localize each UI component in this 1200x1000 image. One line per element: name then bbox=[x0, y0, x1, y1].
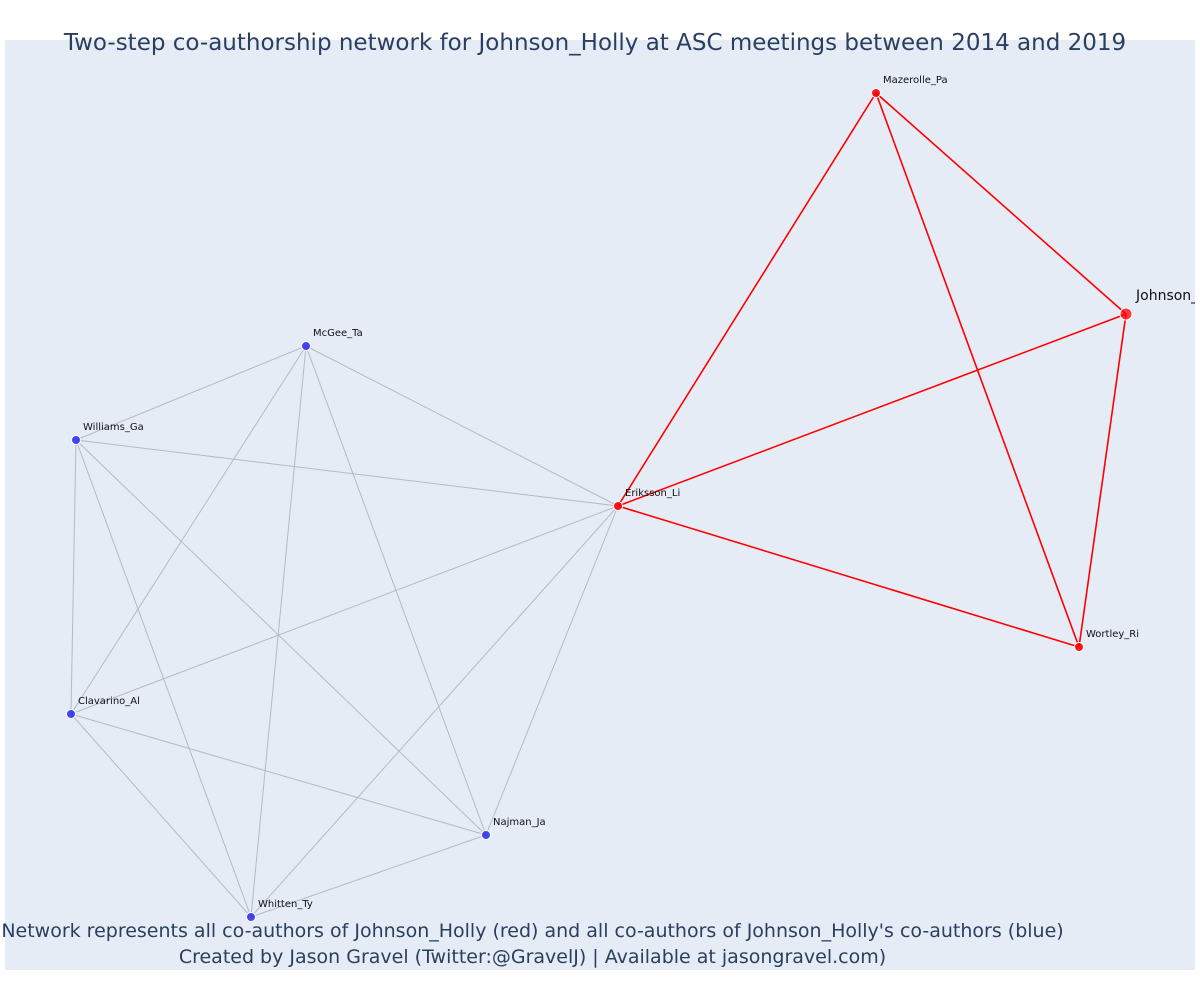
node-marker[interactable] bbox=[1119, 307, 1133, 321]
node-McGee_Ta[interactable]: McGee_Ta bbox=[301, 328, 363, 351]
chart-caption: Network represents all co-authors of Joh… bbox=[0, 918, 1065, 970]
edge-Mazerolle_Pa-Johnson_Holly bbox=[875, 92, 1127, 315]
node-marker[interactable] bbox=[66, 709, 76, 719]
edge-Whitten_Ty-Najman_Ja bbox=[250, 834, 487, 918]
edge-Clavarino_Al-Najman_Ja bbox=[70, 713, 487, 836]
node-Mazerolle_Pa[interactable]: Mazerolle_Pa bbox=[871, 75, 948, 98]
node-Eriksson_Li[interactable]: Eriksson_Li bbox=[613, 488, 681, 511]
chart-title: Two-step co-authorship network for Johns… bbox=[63, 30, 1127, 56]
node-label: Williams_Ga bbox=[83, 422, 144, 433]
node-layer: Johnson_ Mazerolle_PaEriksson_LiWortley_R… bbox=[66, 75, 1199, 922]
node-marker[interactable] bbox=[301, 341, 311, 351]
node-marker[interactable] bbox=[246, 912, 256, 922]
edge-Clavarino_Al-Eriksson_Li bbox=[70, 505, 619, 715]
edge-Eriksson_Li-Johnson_Holly bbox=[617, 313, 1127, 507]
node-marker[interactable] bbox=[613, 501, 623, 511]
node-label: Whitten_Ty bbox=[258, 899, 313, 910]
node-marker[interactable] bbox=[871, 88, 881, 98]
node-label: Wortley_Ri bbox=[1086, 629, 1139, 640]
edge-layer bbox=[70, 92, 1127, 918]
node-label: Najman_Ja bbox=[493, 817, 546, 828]
edge-Williams_Ga-Clavarino_Al bbox=[70, 439, 77, 715]
node-Johnson_Holly[interactable]: Johnson_ bbox=[1119, 288, 1199, 321]
edge-McGee_Ta-Whitten_Ty bbox=[250, 345, 307, 918]
edge-Johnson_Holly-Wortley_Ri bbox=[1078, 313, 1127, 648]
caption-line-1: Network represents all co-authors of Joh… bbox=[1, 920, 1064, 942]
node-Clavarino_Al[interactable]: Clavarino_Al bbox=[66, 696, 140, 719]
plot-background bbox=[5, 40, 1195, 970]
edge-McGee_Ta-Clavarino_Al bbox=[70, 345, 307, 715]
node-marker[interactable] bbox=[1074, 642, 1084, 652]
node-label: Johnson_ bbox=[1135, 288, 1199, 304]
node-label: Mazerolle_Pa bbox=[883, 75, 948, 86]
node-label: McGee_Ta bbox=[313, 328, 363, 339]
node-Whitten_Ty[interactable]: Whitten_Ty bbox=[246, 899, 313, 922]
edge-Clavarino_Al-Whitten_Ty bbox=[70, 713, 252, 918]
caption-line-2: Created by Jason Gravel (Twitter:@Gravel… bbox=[178, 946, 887, 968]
node-label: Clavarino_Al bbox=[78, 696, 140, 707]
edge-McGee_Ta-Williams_Ga bbox=[75, 345, 307, 441]
edge-Mazerolle_Pa-Eriksson_Li bbox=[617, 92, 877, 507]
node-Williams_Ga[interactable]: Williams_Ga bbox=[71, 422, 144, 445]
node-marker[interactable] bbox=[481, 830, 491, 840]
node-Najman_Ja[interactable]: Najman_Ja bbox=[481, 817, 546, 840]
edge-Eriksson_Li-Wortley_Ri bbox=[617, 505, 1080, 648]
edge-McGee_Ta-Eriksson_Li bbox=[305, 345, 619, 507]
node-Wortley_Ri[interactable]: Wortley_Ri bbox=[1074, 629, 1140, 652]
edge-Williams_Ga-Eriksson_Li bbox=[75, 439, 619, 507]
edge-Najman_Ja-Eriksson_Li bbox=[485, 505, 619, 836]
edge-Williams_Ga-Najman_Ja bbox=[75, 439, 487, 836]
edge-Whitten_Ty-Eriksson_Li bbox=[250, 505, 619, 918]
node-marker[interactable] bbox=[71, 435, 81, 445]
node-label: Eriksson_Li bbox=[625, 488, 680, 499]
